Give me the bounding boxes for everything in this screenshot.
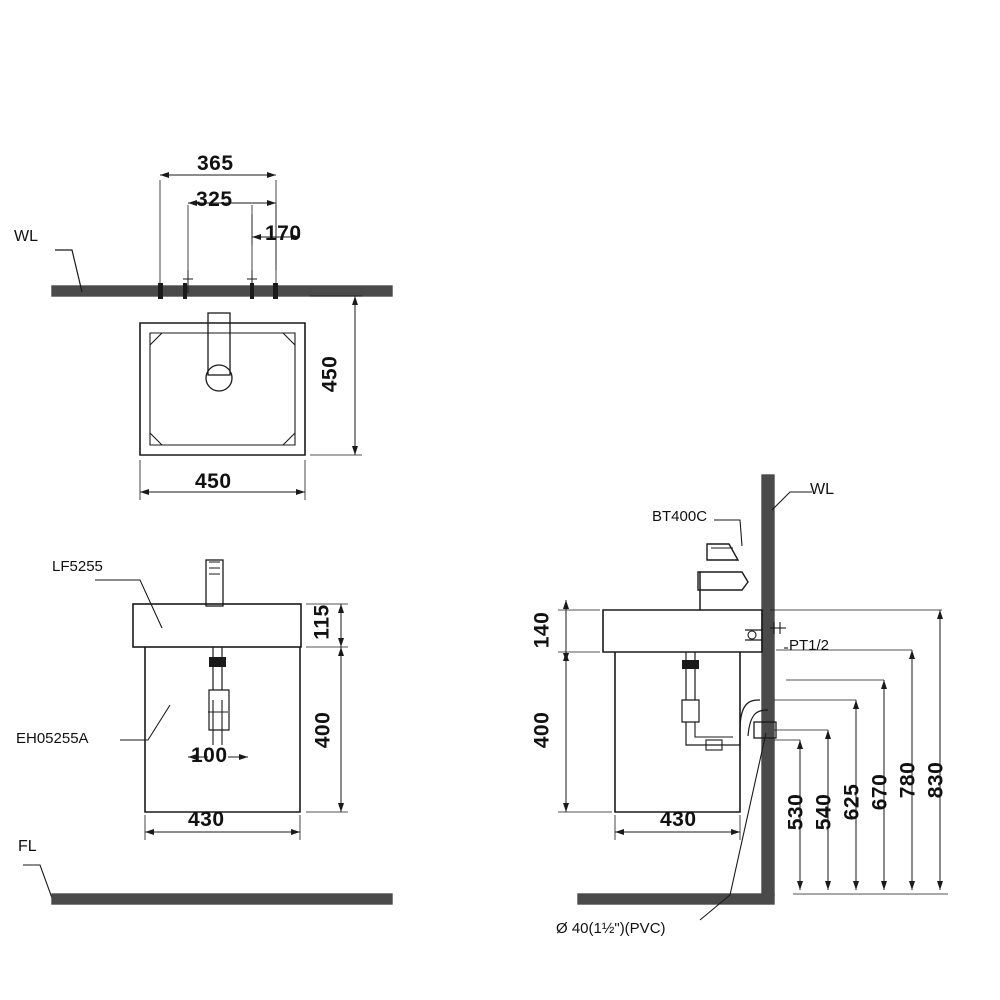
label-fl: FL	[18, 838, 37, 855]
label-wl-side: WL	[810, 481, 834, 498]
dim-450-vertical: 450	[318, 355, 342, 393]
label-eh05255a: EH05255A	[16, 730, 89, 747]
dim-530: 530	[784, 793, 808, 831]
dim-400-front: 400	[311, 711, 335, 749]
dim-325: 325	[196, 188, 233, 211]
dim-170: 170	[265, 222, 302, 245]
label-drain-pipe: Ø 40(1½")(PVC)	[556, 920, 666, 937]
front-view-geometry	[23, 559, 393, 905]
dim-450-horizontal: 450	[195, 470, 232, 493]
label-wl-top: WL	[14, 228, 38, 245]
dim-100: 100	[191, 744, 228, 767]
dim-140: 140	[530, 611, 554, 649]
label-lf5255: LF5255	[52, 558, 103, 575]
side-view-geometry	[558, 474, 948, 921]
dim-115: 115	[310, 604, 334, 640]
dim-670: 670	[868, 773, 892, 811]
dim-400-side: 400	[530, 711, 554, 749]
top-view-geometry	[51, 172, 393, 500]
dim-365: 365	[197, 152, 234, 175]
dim-830: 830	[924, 761, 948, 799]
label-pt12: PT1/2	[789, 637, 830, 654]
dim-780: 780	[896, 761, 920, 799]
label-bt400c: BT400C	[652, 508, 708, 525]
dim-540: 540	[812, 793, 836, 831]
dim-625: 625	[840, 783, 864, 821]
dim-430-front: 430	[188, 808, 225, 831]
dim-430-side: 430	[660, 808, 697, 831]
